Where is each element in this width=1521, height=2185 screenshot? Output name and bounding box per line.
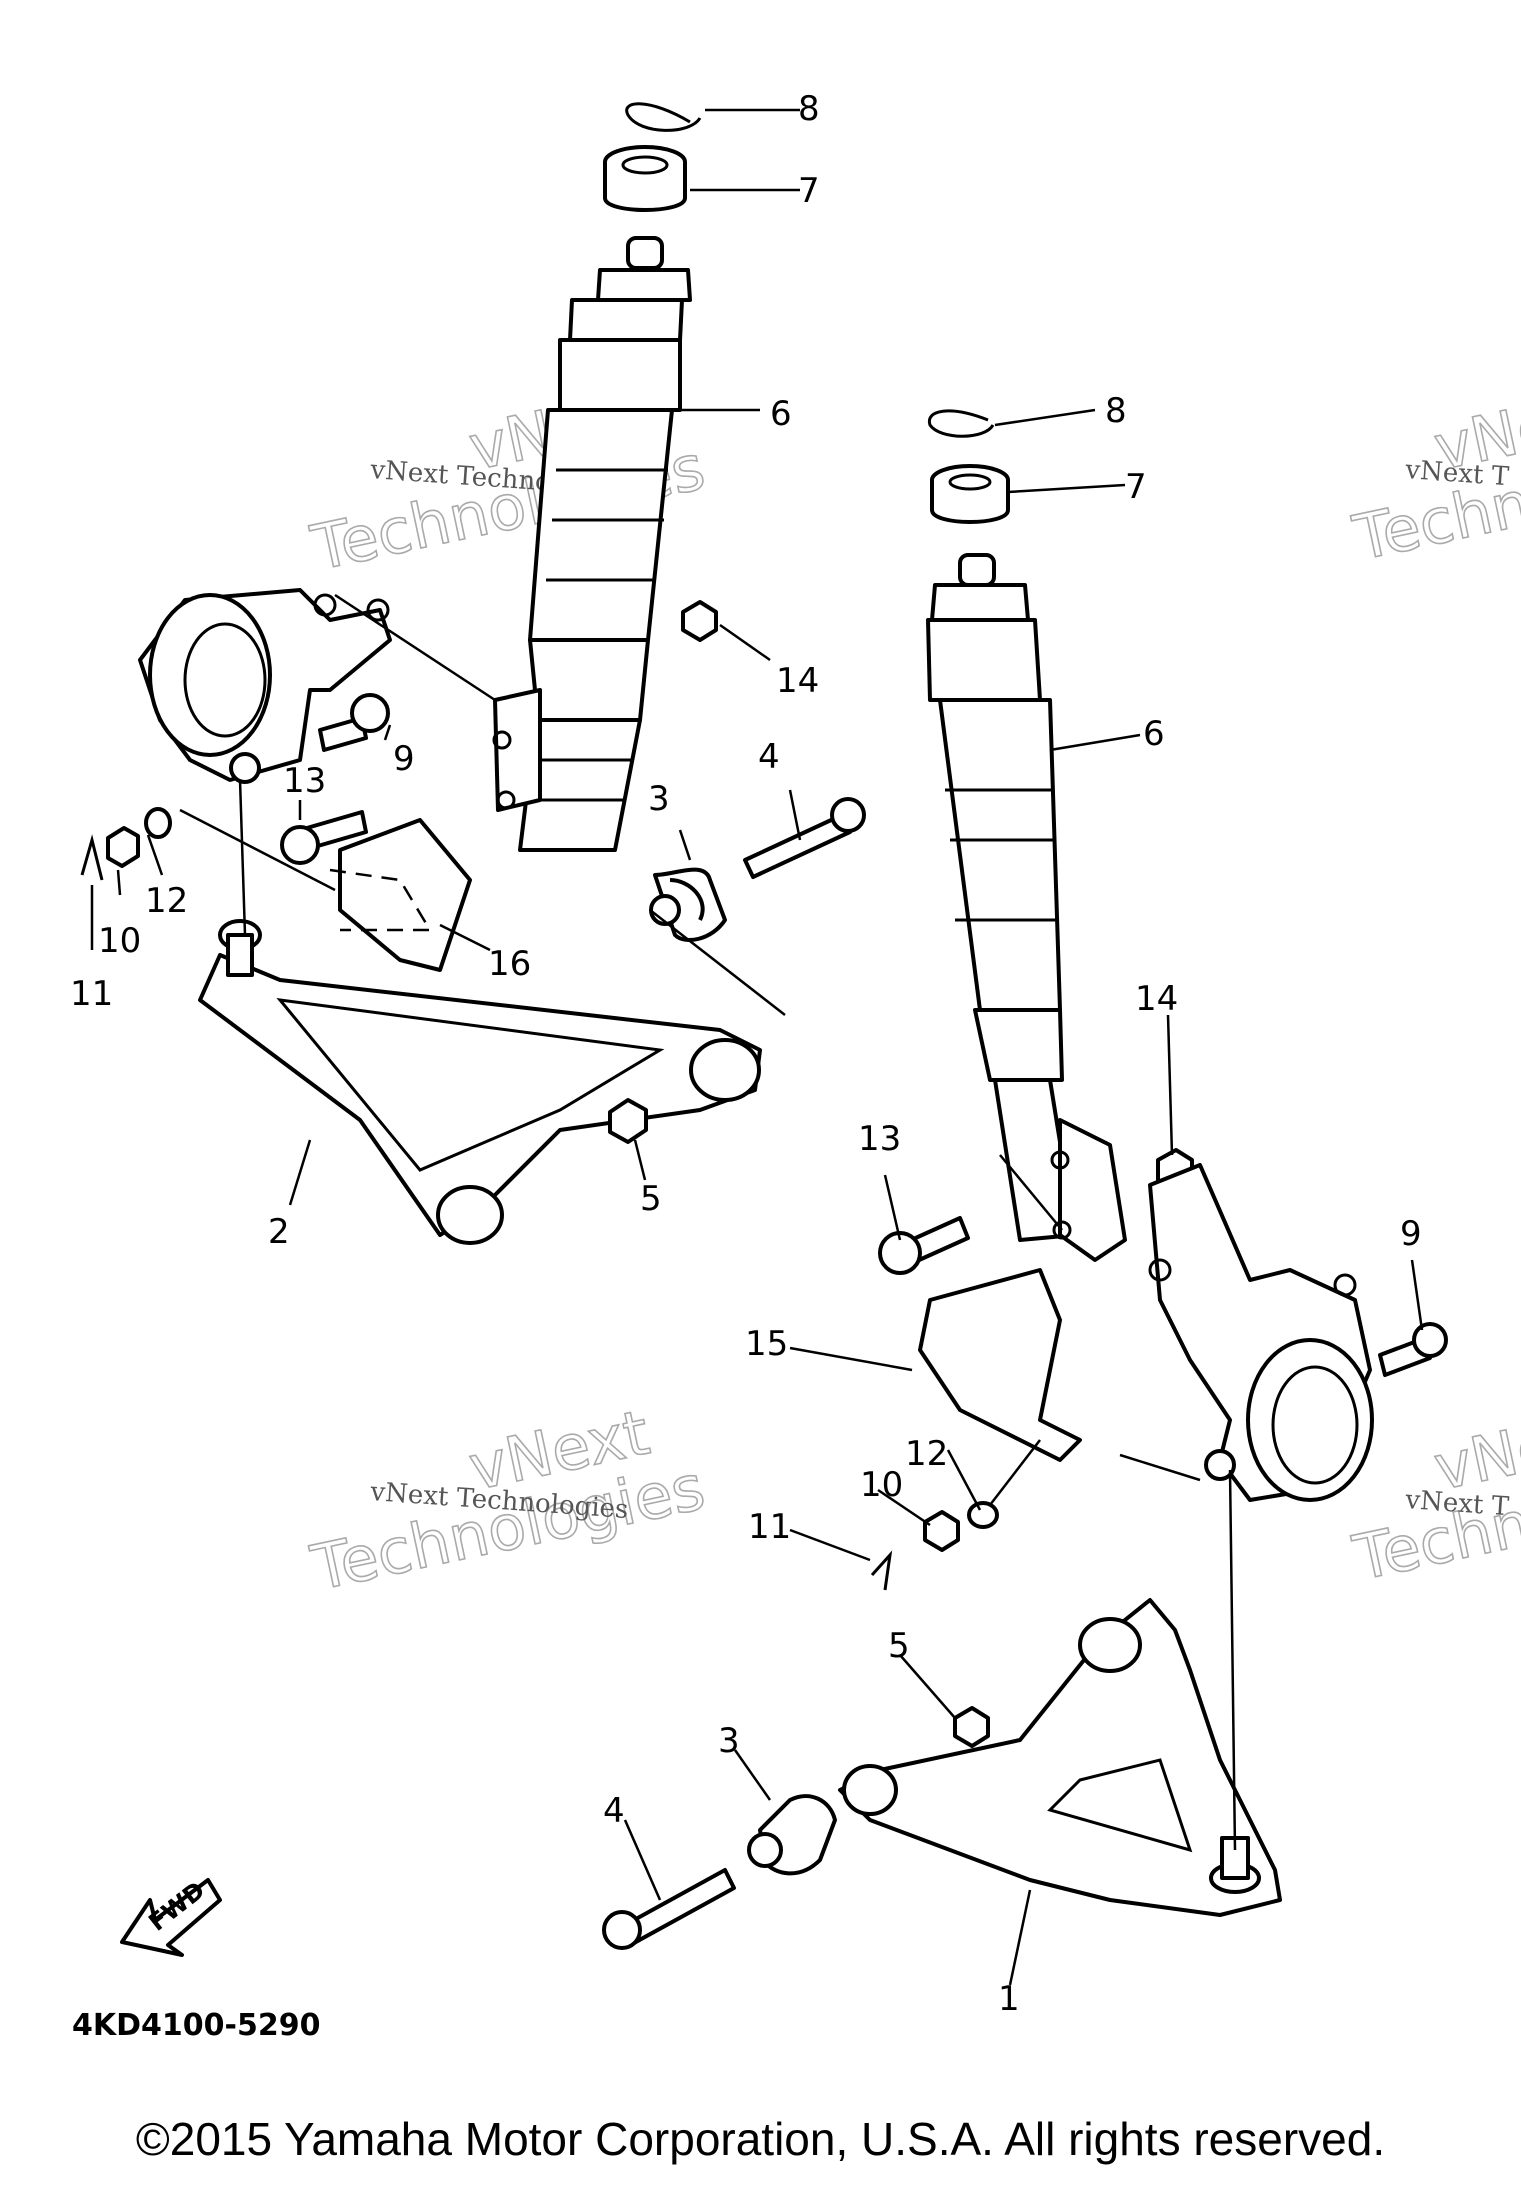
callout-right-3: 3 — [718, 1721, 740, 1761]
left-knuckle — [138, 588, 392, 784]
left-shock-absorber-6 — [492, 236, 692, 852]
copyright-text: ©2015 Yamaha Motor Corporation, U.S.A. A… — [135, 2113, 1386, 2165]
callout-right-15: 15 — [745, 1324, 788, 1364]
callout-left-13: 13 — [283, 761, 326, 801]
left-nut-5 — [608, 1098, 648, 1144]
watermark-mid-left: vNext Technologies vNext Technologies — [304, 1395, 711, 1606]
right-bolt-4 — [602, 1868, 736, 1950]
watermark-mid-right: vNe Techn vNext T — [1346, 1407, 1521, 1595]
left-nut-14 — [681, 600, 718, 642]
left-nut-10 — [106, 826, 140, 868]
watermark-small-cut: vNext T — [1404, 455, 1511, 492]
right-washer-12 — [967, 1501, 999, 1529]
right-circlip-8 — [927, 409, 995, 438]
right-bolt-9 — [1378, 1322, 1448, 1377]
left-guard-16 — [329, 818, 472, 972]
callout-right-9: 9 — [1400, 1214, 1422, 1254]
callout-left-11: 11 — [70, 974, 113, 1014]
callout-left-7: 7 — [798, 171, 820, 211]
callout-right-11: 11 — [748, 1507, 791, 1547]
left-leader-lines — [90, 108, 802, 1206]
left-bushing-7 — [603, 145, 687, 212]
right-bushing-7 — [930, 464, 1010, 524]
right-shock-absorber-6 — [926, 553, 1127, 1262]
left-bushing-3 — [649, 867, 727, 942]
callout-right-14: 14 — [1135, 979, 1178, 1019]
callout-right-8: 8 — [1105, 391, 1127, 431]
left-bolt-9 — [318, 693, 390, 752]
drawing-code: 4KD4100-5290 — [72, 2008, 320, 2043]
callout-left-8: 8 — [798, 89, 820, 129]
callout-left-4: 4 — [758, 737, 780, 777]
left-bolt-13 — [280, 810, 368, 865]
callout-left-10: 10 — [98, 921, 141, 961]
callout-left-16: 16 — [488, 944, 531, 984]
left-lower-arm-2 — [198, 919, 762, 1245]
callout-left-9: 9 — [393, 739, 415, 779]
callout-right-1: 1 — [998, 1979, 1020, 2019]
callout-right-6: 6 — [1143, 714, 1165, 754]
left-cotter-pin-11 — [80, 834, 104, 881]
callout-right-4: 4 — [603, 1791, 625, 1831]
right-cotter-pin-11 — [870, 1550, 893, 1591]
callout-left-6: 6 — [770, 394, 792, 434]
right-nut-5 — [953, 1706, 990, 1748]
fwd-arrow-icon: FWD — [120, 1876, 222, 1957]
left-washer-12 — [144, 807, 172, 839]
callout-left-14: 14 — [776, 661, 819, 701]
callout-right-5: 5 — [888, 1626, 910, 1666]
callout-right-7: 7 — [1125, 467, 1147, 507]
watermark-top-right: vNe Techn vNext T — [1346, 387, 1521, 575]
callout-left-5: 5 — [640, 1179, 662, 1219]
left-circlip-8 — [625, 102, 702, 132]
callout-right-13: 13 — [858, 1119, 901, 1159]
callout-right-12: 12 — [905, 1434, 948, 1474]
callout-right-10: 10 — [860, 1465, 903, 1505]
right-bolt-13 — [878, 1216, 970, 1275]
watermark-small-cut: vNext T — [1404, 1485, 1511, 1522]
callout-left-3: 3 — [648, 779, 670, 819]
callout-left-12: 12 — [145, 881, 188, 921]
right-lower-arm-1 — [838, 1598, 1282, 1917]
right-guard-15 — [918, 1268, 1082, 1462]
right-bushing-3 — [747, 1794, 837, 1876]
left-bolt-4 — [743, 797, 866, 879]
right-nut-10 — [923, 1510, 960, 1552]
right-leader-lines — [623, 408, 1424, 1986]
callout-left-2: 2 — [268, 1212, 290, 1252]
right-knuckle — [1148, 1163, 1374, 1502]
callouts: 8 7 6 14 9 13 12 10 11 16 3 4 5 2 8 7 6 … — [70, 89, 1422, 2019]
